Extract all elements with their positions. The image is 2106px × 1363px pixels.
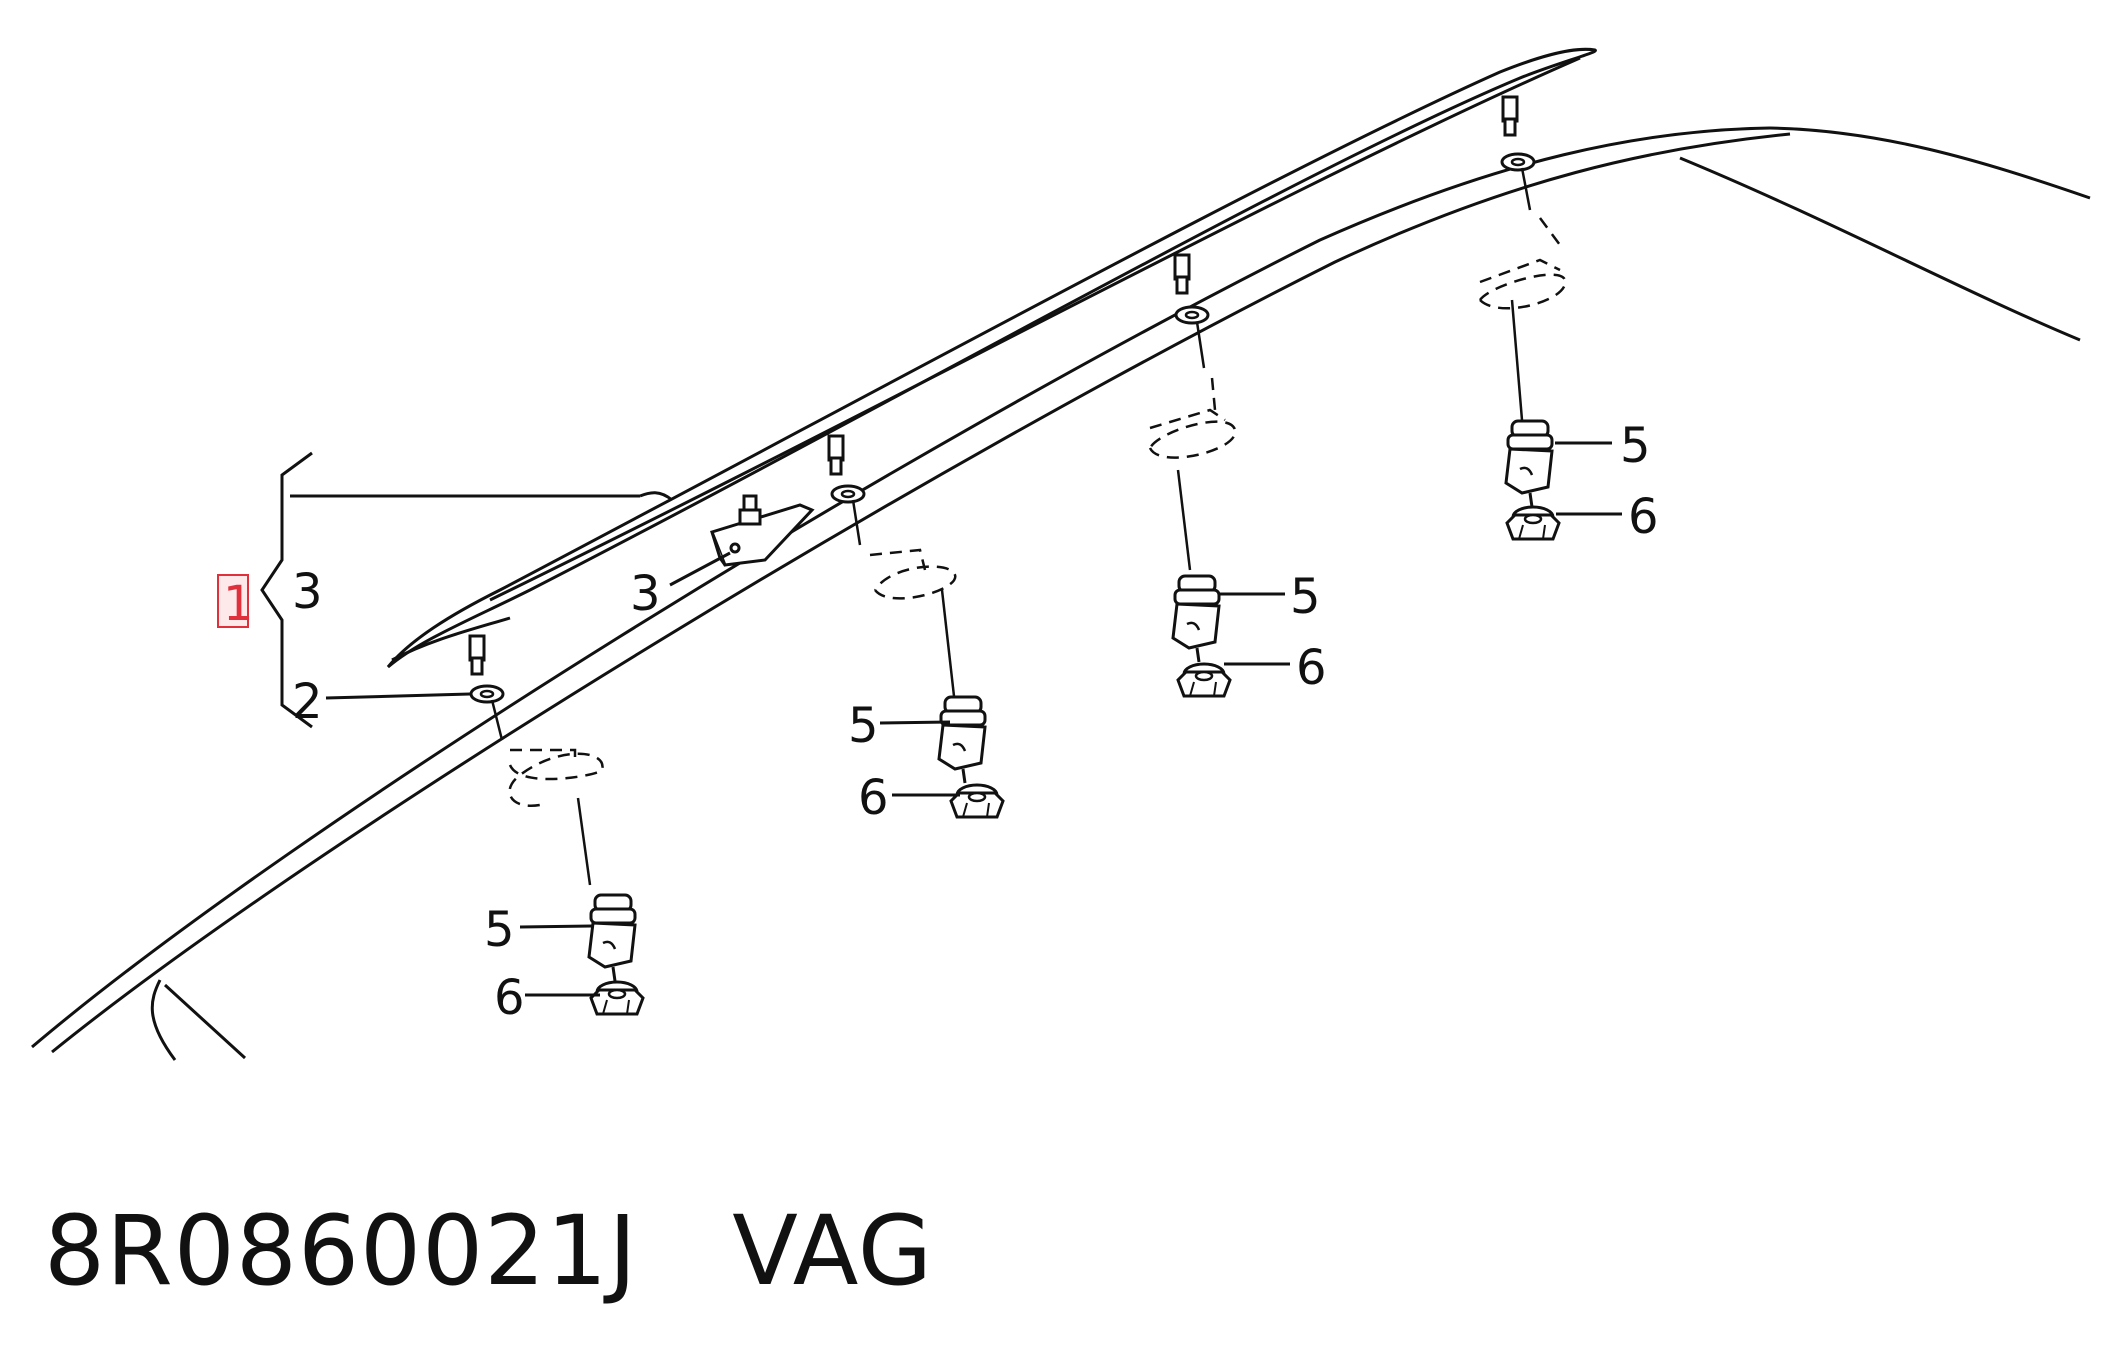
assembly-callout-highlight bbox=[217, 574, 249, 628]
callout-nut-d: 6 bbox=[1628, 489, 1659, 545]
callout-stud-d: 5 bbox=[1620, 418, 1651, 474]
callout-washer: 2 bbox=[292, 674, 323, 730]
callout-assembly: 1 bbox=[223, 576, 254, 632]
studs bbox=[587, 419, 1554, 983]
roof-rail bbox=[386, 47, 1597, 669]
attachment-guides bbox=[490, 167, 1567, 886]
part-number: 8R0860021J bbox=[44, 1195, 638, 1307]
callout-nut-a: 6 bbox=[494, 970, 525, 1026]
leader-lines bbox=[260, 441, 1622, 997]
part-number-gap bbox=[638, 1195, 733, 1307]
part-number-caption: 8R0860021J VAG bbox=[44, 1195, 933, 1307]
callout-stud-b: 5 bbox=[848, 698, 879, 754]
callout-stud-a: 5 bbox=[484, 902, 515, 958]
callout-nut-c: 6 bbox=[1296, 640, 1327, 696]
callout-stud-c: 5 bbox=[1290, 569, 1321, 625]
brand-name: VAG bbox=[732, 1195, 934, 1307]
roof-rail-bracket bbox=[710, 494, 815, 567]
nuts bbox=[589, 505, 1561, 1016]
callout-bracket: 3 bbox=[630, 566, 661, 622]
callout-nut-b: 6 bbox=[858, 770, 889, 826]
roof-outline bbox=[31, 126, 2091, 1061]
callout-bracket-upper: 3 bbox=[292, 564, 323, 620]
